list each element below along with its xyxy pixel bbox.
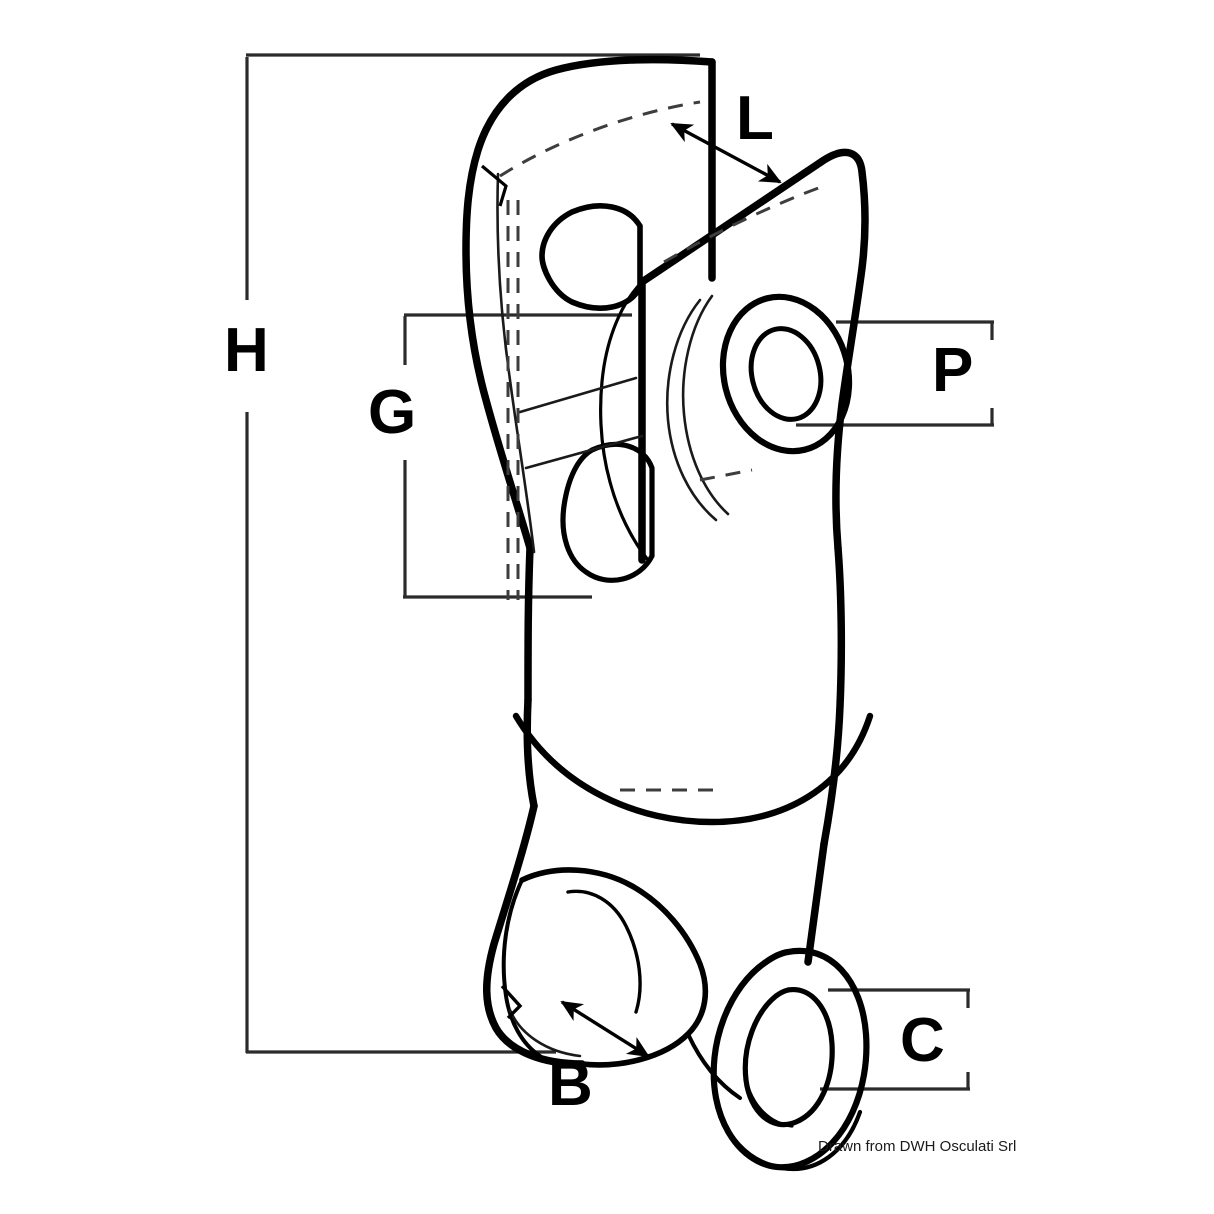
dimension-arrows — [560, 122, 782, 1058]
inner-socket-outline — [560, 441, 655, 583]
upper-right-fork-outline — [638, 148, 869, 552]
dimension-G-bracket — [403, 313, 632, 599]
dimension-L-arrow — [670, 122, 782, 184]
dimension-label-B: B — [548, 1050, 593, 1119]
construction-lines — [496, 172, 730, 1058]
dimension-label-L: L — [736, 84, 774, 153]
upper-left-fork-outline — [462, 55, 716, 552]
jaw-to-eye-link — [686, 1032, 742, 1100]
upper-right-jaw-recess — [599, 280, 650, 562]
bottom-eye-inner-hole — [742, 987, 835, 1128]
dimension-label-P: P — [932, 336, 974, 405]
upper-pin-hole — [719, 293, 853, 455]
upper-pin-hole-inner — [748, 326, 824, 422]
upper-body-seam — [518, 376, 638, 414]
lower-jaw-notch — [500, 984, 523, 1020]
swivel-seam-arc — [512, 712, 874, 826]
hidden-lines — [499, 100, 825, 792]
hidden-top-edge-left-plate — [499, 100, 701, 178]
dimension-label-G: G — [368, 378, 417, 447]
dimension-label-C: C — [900, 1006, 945, 1075]
upper-body-seam-2 — [524, 434, 644, 470]
bottom-eye-back-rim — [713, 1095, 863, 1172]
bottom-eye-inner-rim-2 — [744, 1078, 794, 1128]
shaft-left-edge — [523, 696, 538, 810]
left-plate-back-edge — [496, 172, 536, 554]
upper-pin-hole-outer — [719, 293, 853, 455]
hidden-right-plate-shoulder — [699, 468, 753, 482]
lower-jaw-pocket — [566, 889, 642, 1014]
hidden-edge-right-plate — [663, 184, 825, 264]
dimension-B-arrow — [560, 1000, 650, 1058]
left-plate-notch — [480, 164, 508, 207]
pin-boss-outline — [539, 203, 643, 311]
drawing-credit: Drawn from DWH Osculati Srl — [818, 1138, 1017, 1155]
shaft-right-edge — [820, 544, 846, 848]
upper-left-fork-inner-edge — [524, 544, 534, 704]
dimension-H-bracket — [245, 53, 700, 1054]
right-plate-shade-curve-2 — [681, 294, 730, 516]
dimension-P-bracket — [796, 320, 994, 427]
lower-body-left-contour — [483, 802, 586, 1068]
swivel-body-outline — [462, 55, 874, 1172]
lower-jaw-outline — [519, 867, 709, 1068]
dimension-lines — [245, 53, 994, 1091]
lower-jaw-inner-face — [501, 878, 542, 1058]
dimension-label-H: H — [224, 316, 269, 385]
right-plate-shade-curve — [666, 298, 718, 522]
lower-jaw-contour — [508, 1008, 582, 1058]
